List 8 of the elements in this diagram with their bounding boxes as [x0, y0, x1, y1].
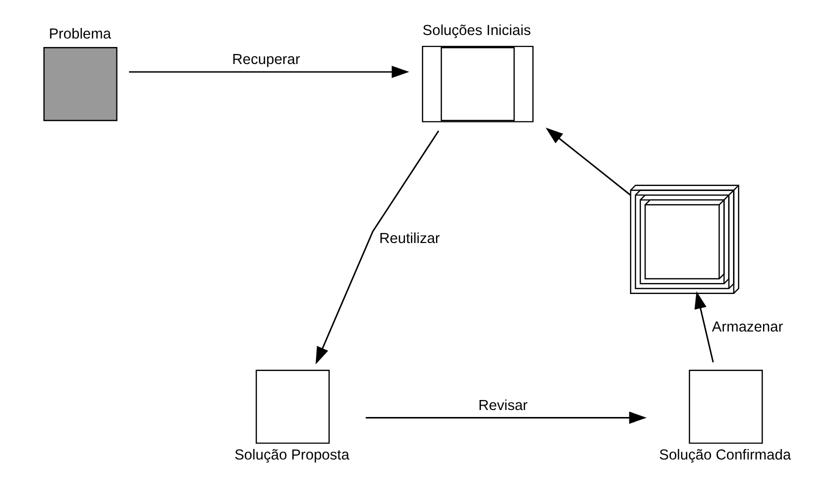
edge-label: Revisar [478, 398, 528, 414]
node-label: Problema [48, 26, 112, 43]
node-label: Solução Confirmada [659, 448, 791, 464]
edge-label: Reutilizar [379, 231, 440, 248]
edge-label: Armazenar [712, 320, 784, 336]
node-label: Soluções Iniciais [422, 23, 531, 40]
node-label: Solução Proposta [234, 448, 350, 464]
edge-label: Recuperar [232, 52, 300, 68]
